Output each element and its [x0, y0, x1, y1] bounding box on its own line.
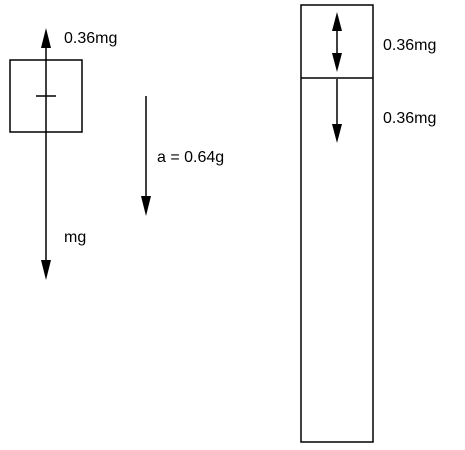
lower-arrow-head	[332, 124, 342, 143]
lower-force-label: 0.36mg	[383, 110, 436, 127]
weight-arrow-head	[41, 260, 51, 280]
acceleration-arrow-head	[141, 196, 151, 216]
tension-label: 0.36mg	[64, 30, 117, 47]
block-diagram: 0.36mg mg	[9, 28, 117, 280]
upper-arrow-head-top	[332, 12, 342, 31]
acceleration-indicator: a = 0.64g	[141, 96, 224, 216]
upper-arrow-head-bottom	[332, 53, 342, 72]
weight-label: mg	[64, 229, 86, 246]
column-body	[300, 4, 374, 443]
upper-force-label: 0.36mg	[383, 37, 436, 54]
column-diagram: 0.36mg 0.36mg	[300, 4, 436, 443]
tension-arrow-head	[41, 28, 51, 48]
acceleration-label: a = 0.64g	[157, 149, 224, 166]
